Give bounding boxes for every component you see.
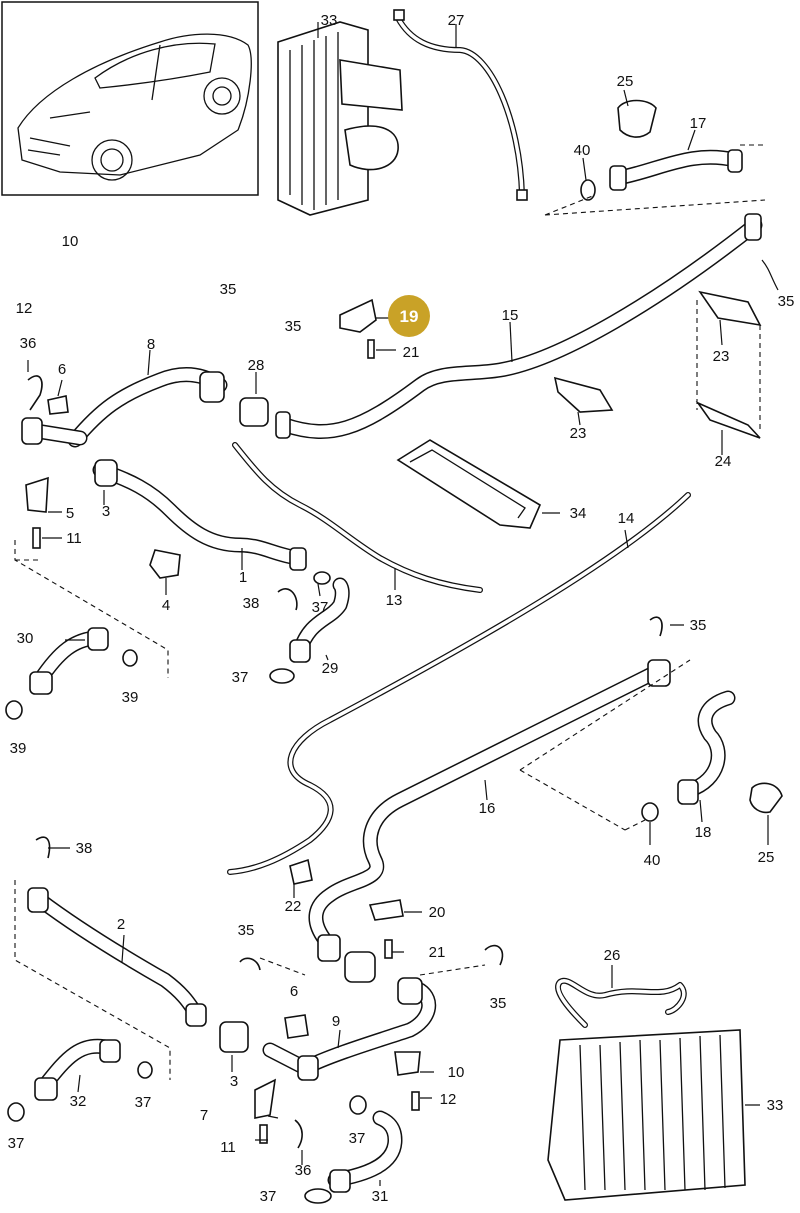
hose-32 <box>7 1038 153 1122</box>
callout-12-b: 12 <box>440 1091 457 1108</box>
callout-34: 34 <box>570 505 587 522</box>
callout-11-top: 11 <box>66 530 82 547</box>
callout-11-b: 11 <box>220 1139 236 1156</box>
lower-connectors <box>219 944 504 1165</box>
callout-23-a: 23 <box>713 348 730 365</box>
callout-36-top: 36 <box>20 335 37 352</box>
brackets-20-22 <box>289 858 422 959</box>
callout-40-b: 40 <box>644 852 661 869</box>
callout-37-f: 37 <box>260 1188 277 1205</box>
callout-28: 28 <box>248 357 265 374</box>
callout-24: 24 <box>715 453 732 470</box>
bracket-19 <box>339 298 396 359</box>
hose-8 <box>67 349 228 448</box>
callout-12-top: 12 <box>16 300 33 317</box>
hose-18-assembly <box>519 659 783 845</box>
pipe-1 <box>92 459 307 571</box>
callout-16: 16 <box>479 800 496 817</box>
callout-14: 14 <box>618 510 635 527</box>
callout-21-top: 21 <box>403 344 420 361</box>
callout-35-e: 35 <box>238 922 255 939</box>
callout-20: 20 <box>429 904 446 921</box>
callout-38-b: 38 <box>76 840 93 857</box>
callout-30: 30 <box>17 630 34 647</box>
wire-13 <box>232 442 483 593</box>
callout-33-b: 33 <box>767 1097 784 1114</box>
callout-3-top: 3 <box>102 503 110 520</box>
callout-2: 2 <box>117 916 125 933</box>
callout-35-f: 35 <box>490 995 507 1012</box>
callout-19: 19 <box>400 307 419 326</box>
callout-3-b: 3 <box>230 1073 238 1090</box>
callout-4: 4 <box>162 597 170 614</box>
callout-7: 7 <box>200 1107 208 1124</box>
callout-5: 5 <box>66 505 74 522</box>
callout-33-top: 33 <box>321 12 338 29</box>
callout-18: 18 <box>695 824 712 841</box>
callout-19-highlight: 19 <box>388 295 430 337</box>
callout-15: 15 <box>502 307 519 324</box>
callout-37-b: 37 <box>232 669 249 686</box>
callout-35-d: 35 <box>690 617 707 634</box>
callout-39-a: 39 <box>122 689 139 706</box>
callout-10-b: 10 <box>448 1064 465 1081</box>
callout-38-top: 38 <box>243 595 260 612</box>
callout-1: 1 <box>239 569 247 586</box>
sleeve-28 <box>239 372 269 427</box>
pipe-2 <box>14 836 207 1080</box>
pipe-14 <box>227 492 691 875</box>
hose-17-assembly <box>544 89 766 216</box>
callout-37-d: 37 <box>8 1135 25 1152</box>
callout-35-c: 35 <box>778 293 795 310</box>
callout-9: 9 <box>332 1013 340 1030</box>
callout-25-top: 25 <box>617 73 634 90</box>
radiator-bottom <box>547 965 760 1201</box>
callout-26: 26 <box>604 947 621 964</box>
car-inset <box>1 1 259 196</box>
callout-37-e: 37 <box>135 1094 152 1111</box>
callout-36-b: 36 <box>295 1162 312 1179</box>
pipe-16 <box>308 616 684 962</box>
callout-35-a: 35 <box>220 281 237 298</box>
radiator-top <box>277 21 403 216</box>
callout-6-b: 6 <box>290 983 298 1000</box>
callout-22: 22 <box>285 898 302 915</box>
pipe-15 <box>275 213 763 439</box>
callout-labels: 33 27 25 17 40 10 12 35 35 19 21 15 35 3… <box>8 12 795 1205</box>
callout-8: 8 <box>147 336 155 353</box>
sensor-cable-27 <box>393 9 528 201</box>
callout-37-a: 37 <box>312 599 329 616</box>
callout-10-top: 10 <box>62 233 79 250</box>
callout-17: 17 <box>690 115 707 132</box>
highlight-badge <box>388 295 430 337</box>
bracket-4 <box>149 549 181 595</box>
callout-32: 32 <box>70 1093 87 1110</box>
callout-27: 27 <box>448 12 465 29</box>
hose-30 <box>5 540 169 720</box>
shield-34 <box>396 439 560 529</box>
callout-13: 13 <box>386 592 403 609</box>
callout-21-b: 21 <box>429 944 446 961</box>
tee-connector-left <box>21 360 88 549</box>
callout-35-b: 35 <box>285 318 302 335</box>
brackets-23-24 <box>553 259 779 455</box>
callout-40-top: 40 <box>574 142 591 159</box>
hose-31 <box>304 1110 403 1204</box>
callout-6-top: 6 <box>58 361 66 378</box>
callout-39-b: 39 <box>10 740 27 757</box>
callout-37-c: 37 <box>349 1130 366 1147</box>
callout-29: 29 <box>322 660 339 677</box>
callout-31: 31 <box>372 1188 389 1205</box>
callout-23-b: 23 <box>570 425 587 442</box>
hose-29 <box>269 571 350 684</box>
callout-25-b: 25 <box>758 849 775 866</box>
